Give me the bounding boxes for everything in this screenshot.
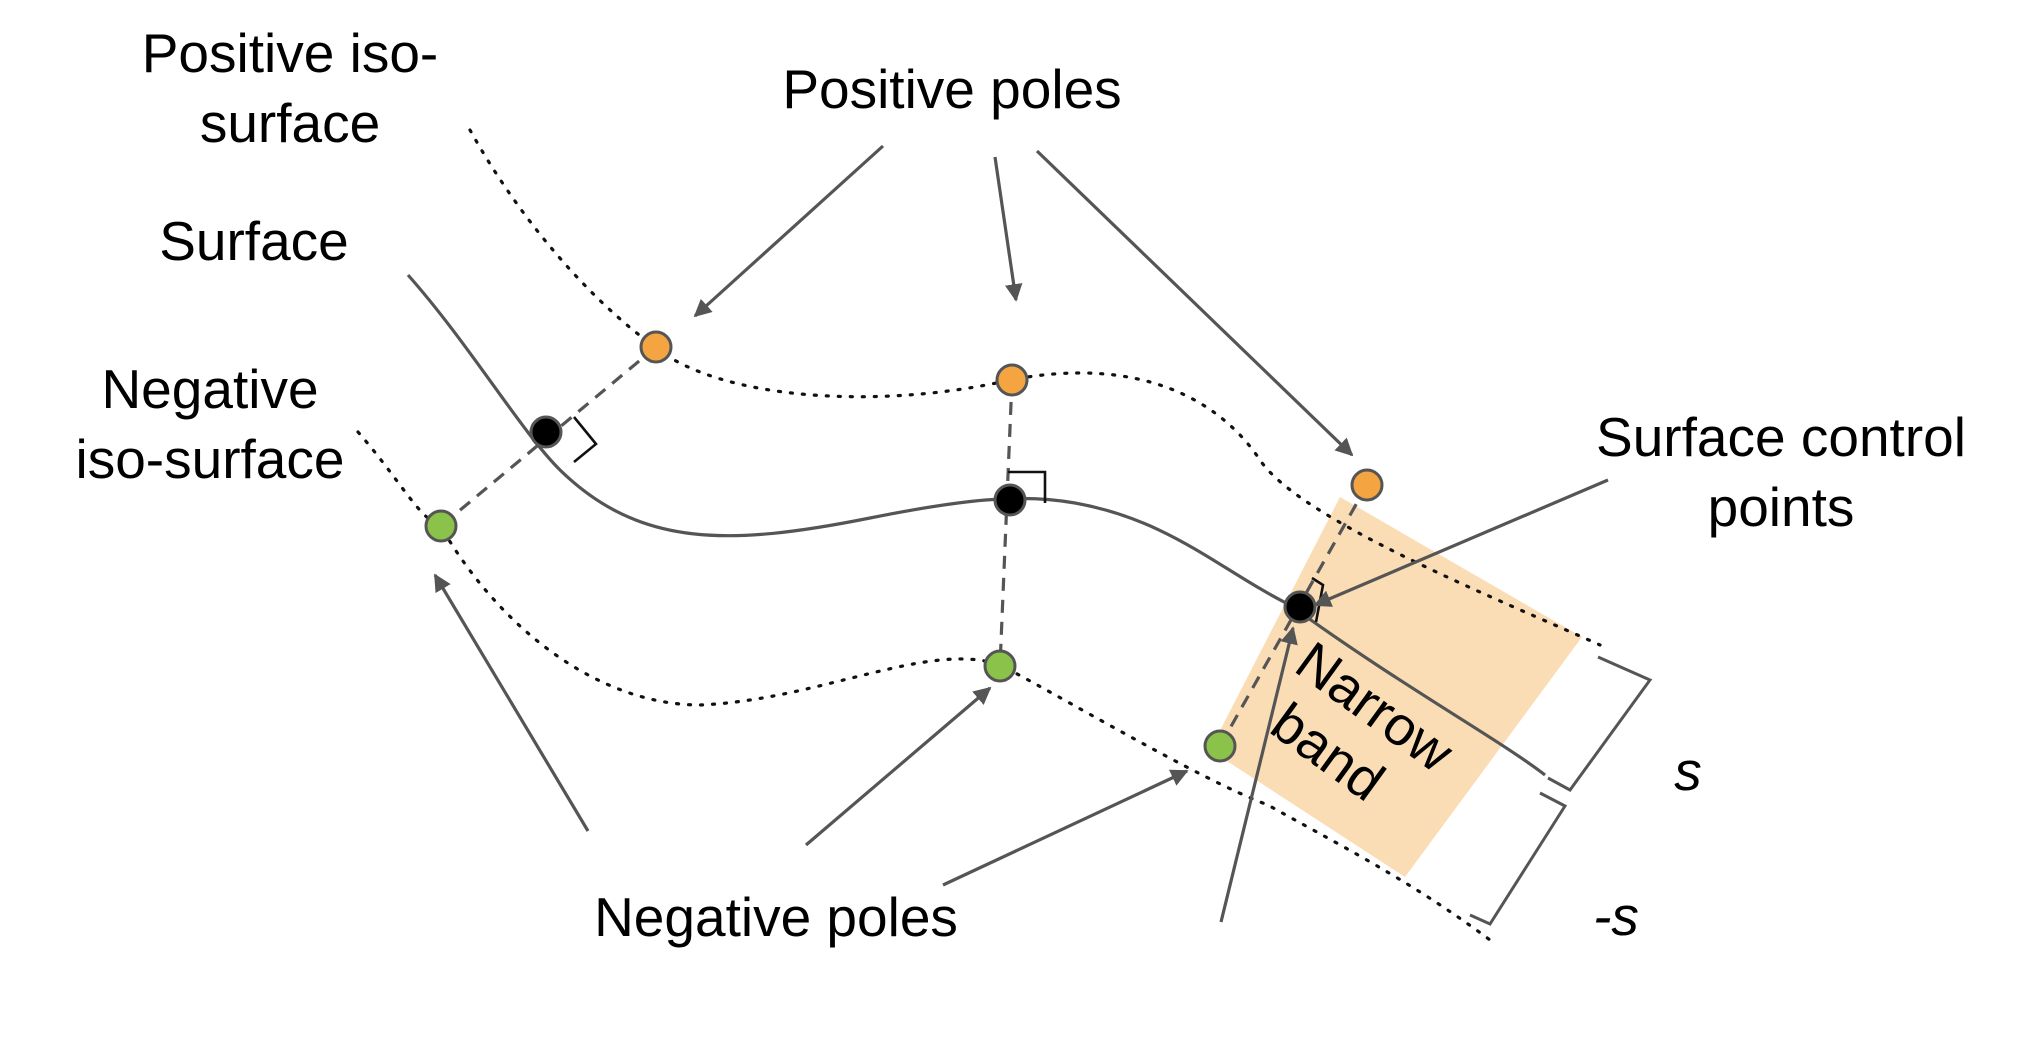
surface-control-points-label-line1: Surface control	[1596, 406, 1966, 468]
negative-iso-surface-line	[356, 430, 1492, 942]
surface-control-points-label-line2: points	[1708, 476, 1855, 538]
positive-iso-surface-label-line1: Positive iso-	[142, 22, 438, 84]
surface-line	[406, 273, 1546, 777]
neg-s-label: -s	[1593, 885, 1639, 947]
s-label: s	[1674, 740, 1702, 802]
right-angle-marker-2	[1008, 470, 1047, 503]
surface-control-point-2	[993, 483, 1027, 517]
negative-iso-surface-label-line1: Negative	[101, 358, 318, 420]
surface-label: Surface	[159, 210, 349, 272]
negative-pole-3	[1203, 729, 1237, 763]
connector-2	[998, 379, 1014, 667]
negative-poles-arrow-3	[942, 769, 1189, 887]
neg-s-bracket	[1469, 791, 1568, 926]
s-bracket	[1547, 655, 1653, 792]
negative-poles-arrow-1	[433, 573, 590, 832]
positive-pole-3	[1350, 468, 1384, 502]
negative-poles-label: Negative poles	[594, 886, 958, 948]
negative-iso-surface-label-line2: iso-surface	[76, 428, 345, 490]
surface-control-point-3	[1283, 590, 1317, 624]
negative-pole-1	[424, 509, 458, 543]
positive-poles-label: Positive poles	[782, 58, 1121, 120]
surface-control-points-arrow	[1313, 478, 1609, 607]
positive-poles-arrow-3	[1035, 149, 1354, 457]
right-angle-marker-1	[572, 416, 598, 464]
negative-poles-arrow-2	[804, 686, 992, 847]
positive-pole-2	[995, 363, 1029, 397]
right-angle-marker-3	[1311, 576, 1325, 623]
connector-3	[1218, 484, 1369, 747]
positive-iso-surface-line	[468, 128, 1602, 647]
surface-control-point-1	[529, 415, 563, 449]
negative-pole-2	[983, 649, 1017, 683]
narrow-band-arrow	[1219, 626, 1298, 923]
positive-poles-arrow-1	[693, 144, 885, 318]
positive-poles-arrow-2	[993, 156, 1023, 302]
positive-iso-surface-label-line2: surface	[200, 92, 380, 154]
positive-pole-1	[639, 330, 673, 364]
